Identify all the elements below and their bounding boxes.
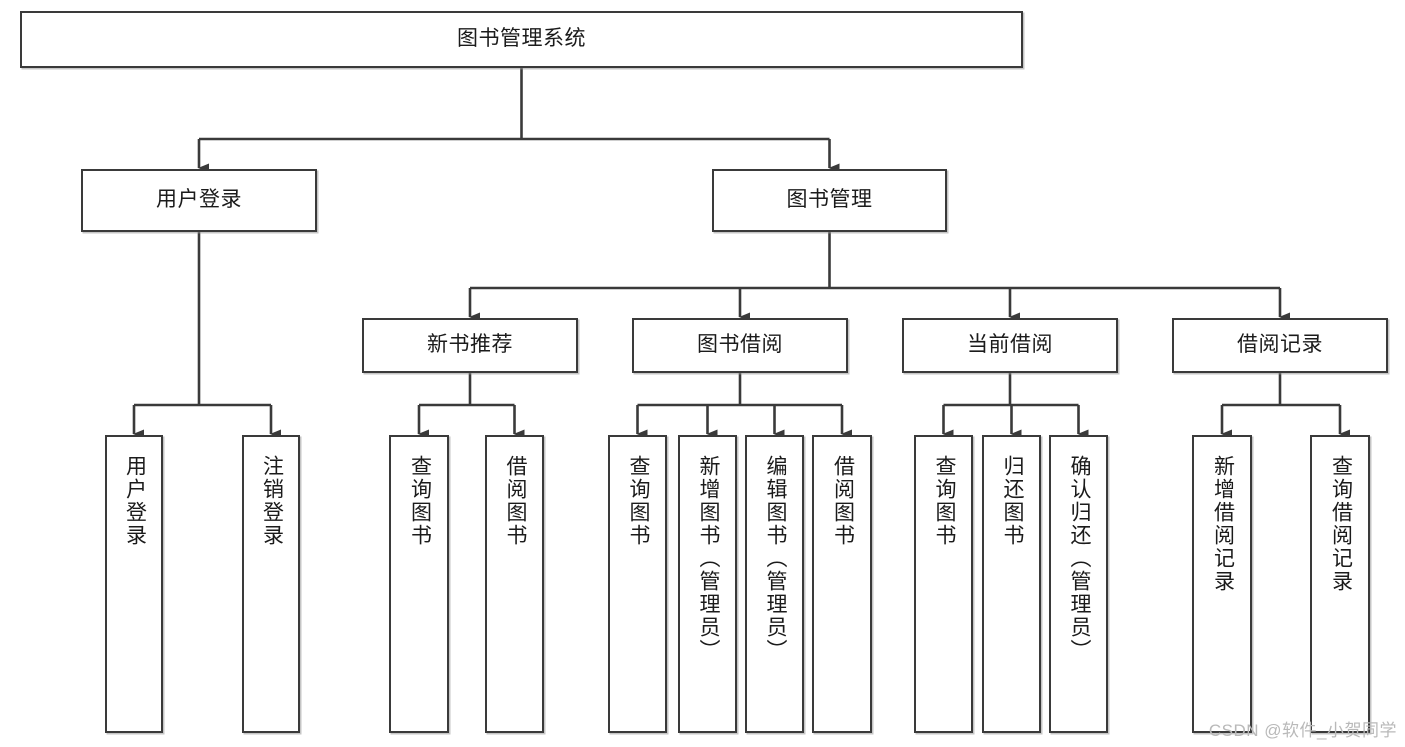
node-label: 新增图书（管理员） <box>696 455 720 662</box>
node-leaf-user-login[interactable]: 用户登录 <box>105 435 163 733</box>
node-label: 查询图书 <box>626 455 650 547</box>
node-label: 查询图书 <box>408 455 432 547</box>
node-label: 图书管理系统 <box>457 27 586 51</box>
node-label: 当前借阅 <box>967 333 1053 357</box>
node-leaf-cu-confirm[interactable]: 确认归还（管理员） <box>1049 435 1108 733</box>
node-label: 查询借阅记录 <box>1329 455 1353 593</box>
node-label: 借阅记录 <box>1237 333 1323 357</box>
node-label: 新书推荐 <box>427 333 513 357</box>
node-leaf-bo-borrow[interactable]: 借阅图书 <box>812 435 872 733</box>
node-label: 借阅图书 <box>503 455 527 547</box>
node-login[interactable]: 用户登录 <box>81 169 317 232</box>
node-label: 图书管理 <box>786 188 873 212</box>
node-label: 编辑图书（管理员） <box>763 455 787 662</box>
node-newbook[interactable]: 新书推荐 <box>362 318 578 373</box>
node-borrow[interactable]: 图书借阅 <box>632 318 848 373</box>
node-leaf-user-logout[interactable]: 注销登录 <box>242 435 300 733</box>
node-label: 用户登录 <box>156 188 242 212</box>
node-leaf-new-query[interactable]: 查询图书 <box>389 435 449 733</box>
node-records[interactable]: 借阅记录 <box>1172 318 1388 373</box>
node-label: 新增借阅记录 <box>1211 455 1235 593</box>
node-leaf-bo-query[interactable]: 查询图书 <box>608 435 667 733</box>
node-leaf-rec-add[interactable]: 新增借阅记录 <box>1192 435 1252 733</box>
watermark-text: CSDN @软件_小贺同学 <box>1208 721 1397 740</box>
node-leaf-new-borrow[interactable]: 借阅图书 <box>485 435 544 733</box>
node-label: 查询图书 <box>932 455 956 547</box>
node-leaf-bo-edit[interactable]: 编辑图书（管理员） <box>745 435 804 733</box>
node-bookmgmt[interactable]: 图书管理 <box>712 169 947 232</box>
node-label: 图书借阅 <box>697 333 783 357</box>
node-label: 借阅图书 <box>831 455 855 547</box>
node-label: 用户登录 <box>123 455 147 547</box>
node-leaf-cu-query[interactable]: 查询图书 <box>914 435 973 733</box>
node-root[interactable]: 图书管理系统 <box>20 11 1023 68</box>
node-label: 确认归还（管理员） <box>1067 455 1091 662</box>
node-label: 归还图书 <box>1000 455 1024 547</box>
node-leaf-bo-add[interactable]: 新增图书（管理员） <box>678 435 737 733</box>
node-leaf-rec-query[interactable]: 查询借阅记录 <box>1310 435 1370 733</box>
node-leaf-cu-return[interactable]: 归还图书 <box>982 435 1041 733</box>
node-label: 注销登录 <box>260 455 284 547</box>
node-current[interactable]: 当前借阅 <box>902 318 1118 373</box>
